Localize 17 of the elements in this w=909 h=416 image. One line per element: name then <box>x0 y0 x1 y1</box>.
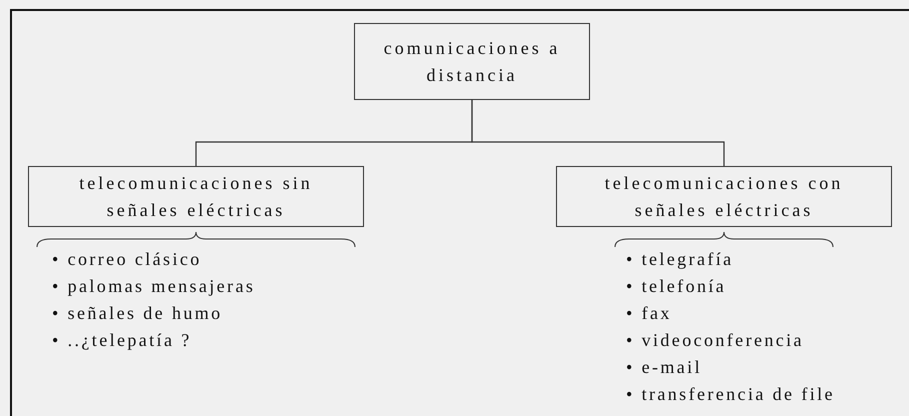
category-box <box>28 166 364 227</box>
list-item: • telefonía <box>626 275 726 297</box>
category-title: comunicaciones a distancia <box>382 36 562 86</box>
category-box <box>556 166 892 227</box>
list-item: • videoconferencia <box>626 329 804 351</box>
list-item: • palomas mensajeras <box>52 275 256 297</box>
category-title: telecomunicaciones sin señales eléctricas <box>78 172 314 222</box>
list-item: • señales de humo <box>52 302 223 324</box>
list-item: • fax <box>626 302 672 324</box>
list-item: • transferencia de file <box>626 383 835 405</box>
connector-line <box>471 100 725 166</box>
list-item: • ..¿telepatía ? <box>52 329 192 351</box>
category-box <box>354 23 590 100</box>
category-title: telecomunicaciones con señales eléctricas <box>604 172 844 222</box>
list-item: • correo clásico <box>52 248 202 270</box>
list-item: • e-mail <box>626 356 702 378</box>
list-item: • telegrafía <box>626 248 734 270</box>
